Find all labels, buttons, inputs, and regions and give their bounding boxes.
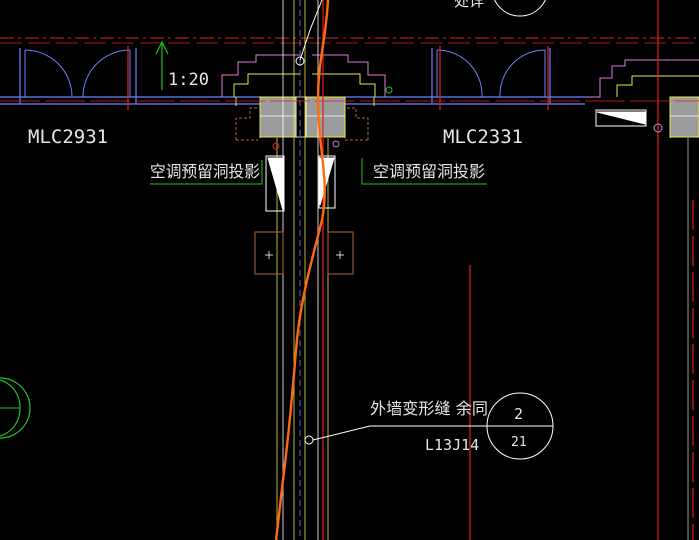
window-code-right: MLC2331 — [443, 126, 523, 148]
marker-circle-right — [332, 140, 340, 148]
red-grid-marks — [0, 46, 699, 110]
marker-circle-far — [653, 123, 663, 133]
expansion-joint-curve — [274, 0, 330, 540]
ac-hole-projection — [235, 107, 369, 141]
column-inner-lines — [260, 96, 699, 138]
callout-bottom-number: 21 — [511, 435, 527, 450]
ac-wedge-outlines — [265, 109, 647, 212]
window-code-left: MLC2931 — [28, 126, 108, 148]
joint-vertical-lines — [276, 0, 329, 540]
marker-green-cross — [385, 86, 393, 94]
joint-note: 外墙变形缝 余同 — [370, 399, 488, 418]
detail-callout — [486, 392, 554, 460]
column-outline-magenta — [221, 54, 699, 98]
leader-lines — [295, 0, 520, 445]
section-symbol-arc — [0, 377, 31, 439]
section-symbol-arc-2 — [0, 379, 21, 437]
top-fragment-text: 处详 — [454, 0, 484, 10]
scale-arrow — [155, 40, 169, 90]
joint-brown-glyphs — [265, 251, 344, 259]
joint-brown-boxes — [254, 231, 354, 275]
right-red-lines — [469, 0, 694, 540]
door-swing-right — [436, 49, 546, 98]
ac-note-left: 空调预留洞投影 — [150, 162, 260, 181]
callout-top-number: 2 — [514, 405, 523, 423]
door-swing-left — [24, 49, 131, 98]
ac-note-right: 空调预留洞投影 — [373, 162, 485, 181]
ref-code: L13J14 — [425, 436, 479, 454]
top-callout-circle — [494, 0, 546, 17]
ac-note-leaders — [150, 158, 487, 185]
marker-circle-left — [272, 142, 280, 150]
scale-label: 1:20 — [168, 70, 209, 90]
